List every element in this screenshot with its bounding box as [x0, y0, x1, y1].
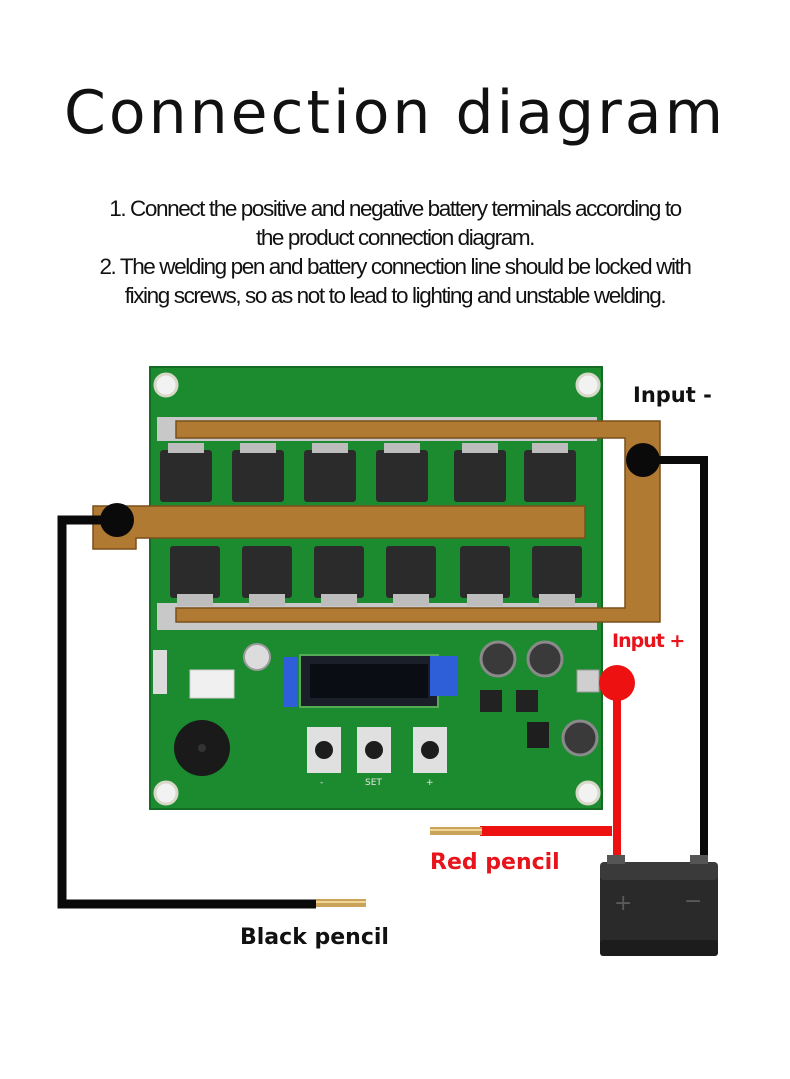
instruction-line-1: 1. Connect the positive and negative bat… — [109, 196, 682, 221]
input-positive-label: Input + — [612, 630, 685, 652]
mounting-hole — [153, 372, 179, 398]
instruction-line-4: fixing screws, so as not to lead to ligh… — [124, 283, 667, 308]
input-port — [576, 669, 600, 693]
optocoupler — [189, 669, 235, 699]
pcb-board — [149, 366, 603, 810]
red-pencil-label: Red pencil — [430, 850, 560, 875]
capacitor — [526, 640, 564, 678]
battery-minus-sign: − — [684, 889, 703, 914]
ic-chip — [527, 722, 549, 748]
capacitor — [243, 643, 271, 671]
button-minus-label: - — [320, 778, 324, 788]
mosfet-tabs-top — [168, 443, 568, 453]
button-plus[interactable] — [413, 727, 447, 773]
copper-plate-positive — [92, 505, 586, 550]
page-title: Connection diagram — [63, 78, 727, 148]
fan-connector — [153, 650, 167, 694]
button-set[interactable] — [357, 727, 391, 773]
copper-plate-negative — [175, 420, 661, 623]
battery — [600, 855, 718, 956]
input-negative-label: Input - — [633, 383, 712, 407]
battery-plus-sign: + — [614, 891, 633, 916]
instruction-line-2: the product connection diagram. — [255, 225, 535, 250]
input-positive-terminal — [599, 665, 635, 701]
inductor — [480, 690, 502, 712]
black-pencil-wire — [57, 515, 316, 909]
black-pencil-label: Black pencil — [240, 925, 389, 950]
capacitor — [561, 719, 599, 757]
instruction-line-3: 2. The welding pen and battery connectio… — [99, 254, 692, 279]
mosfet-tabs-bottom — [177, 594, 575, 606]
mosfet-row-bottom — [170, 546, 582, 598]
mosfet-row-top — [160, 450, 576, 502]
mounting-hole — [575, 372, 601, 398]
button-minus[interactable] — [307, 727, 341, 773]
instructions: 1. Connect the positive and negative bat… — [40, 194, 750, 310]
button-plus-label: + — [426, 778, 434, 788]
black-pencil — [316, 899, 366, 907]
output-terminal — [100, 503, 134, 537]
button-set-label: SET — [365, 778, 382, 788]
mounting-hole — [153, 780, 179, 806]
inductor — [516, 690, 538, 712]
red-pencil — [430, 827, 482, 835]
capacitor — [479, 640, 517, 678]
input-negative-terminal — [626, 443, 660, 477]
mounting-hole — [575, 780, 601, 806]
black-wire-input-negative — [643, 456, 708, 860]
